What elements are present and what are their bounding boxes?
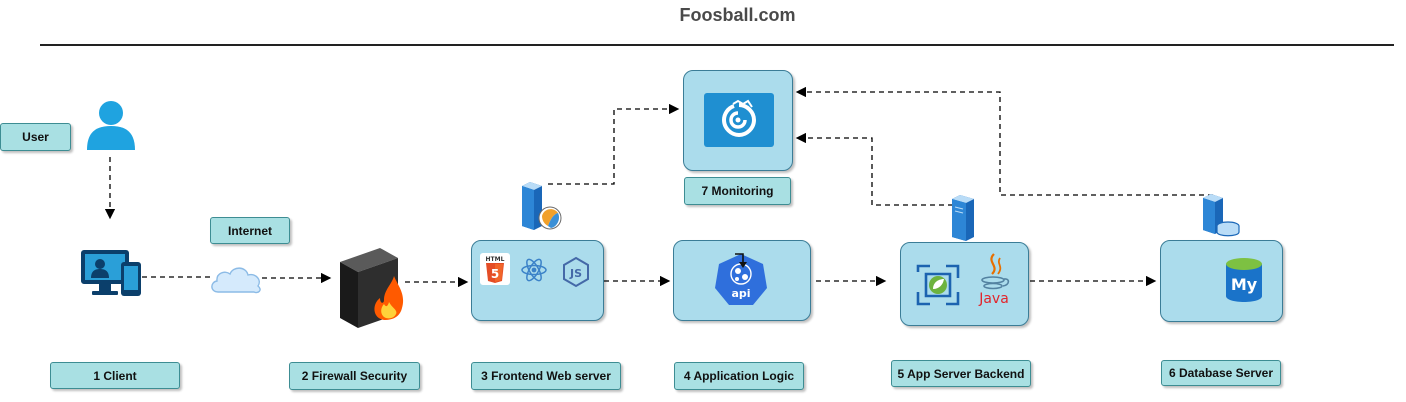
- internet-cloud-icon: [211, 267, 261, 294]
- edge-frontend-monitoring: [548, 103, 680, 185]
- app-server-icon: [952, 195, 974, 241]
- user-icon: [87, 101, 135, 150]
- database-server-icon: [1203, 194, 1240, 237]
- react-icon: [521, 258, 547, 282]
- java-caption: Java: [978, 291, 1009, 307]
- edge-database-monitoring: [795, 86, 1213, 196]
- edge-backend-monitoring: [795, 132, 962, 206]
- label-client: 1 Client: [50, 362, 180, 389]
- label-firewall: 2 Firewall Security: [289, 362, 420, 390]
- label-frontend: 3 Frontend Web server: [471, 362, 621, 390]
- mysql-caption: My: [1231, 275, 1258, 294]
- client-device-icon: [81, 250, 141, 296]
- java-icon: Java: [978, 253, 1010, 307]
- svg-text:JS: JS: [569, 267, 582, 280]
- api-entry-arrow-icon: [735, 253, 747, 268]
- spring-icon: [916, 264, 960, 306]
- label-monitoring: 7 Monitoring: [684, 177, 791, 205]
- diagram-title: Foosball.com: [679, 5, 796, 25]
- firewall-icon: [340, 248, 404, 328]
- html5-icon: HTML 5: [480, 253, 510, 285]
- html5-caption: HTML: [486, 256, 505, 263]
- label-backend: 5 App Server Backend: [891, 360, 1031, 387]
- label-internet: Internet: [210, 217, 290, 244]
- web-server-icon: [522, 182, 562, 230]
- label-applogic: 4 Application Logic: [674, 362, 804, 390]
- node-monitoring: [683, 70, 793, 171]
- nodejs-icon: JS: [563, 256, 589, 288]
- title-divider: [40, 44, 1394, 46]
- api-icon: api: [715, 254, 767, 305]
- node-database: [1160, 240, 1283, 322]
- api-caption: api: [731, 287, 750, 300]
- mysql-icon: My: [1226, 258, 1262, 302]
- label-database: 6 Database Server: [1161, 360, 1281, 386]
- svg-text:5: 5: [491, 267, 499, 281]
- grafana-monitoring-icon: [704, 93, 774, 147]
- label-user: User: [0, 123, 71, 151]
